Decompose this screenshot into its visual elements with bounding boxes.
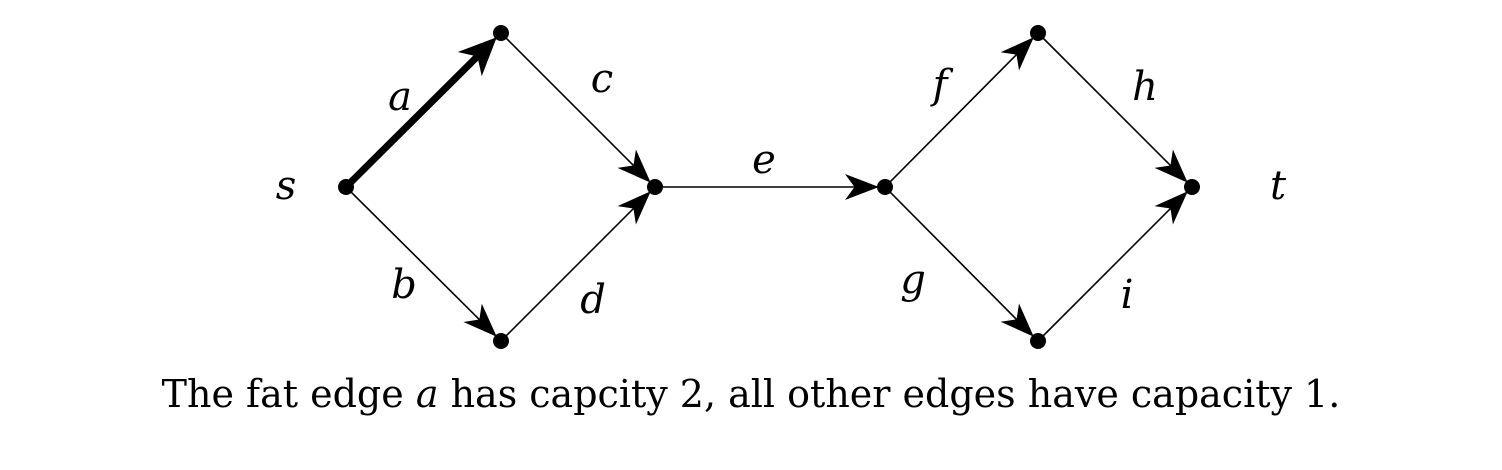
edge-d-arrowhead — [617, 191, 651, 225]
edge-d — [500, 191, 651, 342]
node-u — [493, 25, 509, 41]
caption-suffix: has capcity 2, all other edges have capa… — [438, 372, 1341, 416]
edge-h-line — [1037, 32, 1172, 167]
edge-h — [1037, 32, 1188, 183]
edge-label-e: e — [752, 137, 776, 183]
edge-label-d: d — [580, 277, 606, 323]
edge-i — [1037, 191, 1188, 342]
node-m — [647, 179, 663, 195]
edge-g-arrowhead — [1000, 303, 1034, 337]
node-p — [1030, 25, 1046, 41]
edge-c-line — [500, 32, 635, 167]
edge-a-arrowhead — [457, 37, 497, 77]
edge-a — [343, 37, 497, 190]
edge-label-i: i — [1121, 272, 1134, 318]
node-s — [338, 179, 354, 195]
edge-b-arrowhead — [463, 303, 497, 337]
node-w — [493, 333, 509, 349]
edge-e-arrowhead — [845, 174, 879, 200]
edges-layer — [343, 32, 1188, 342]
edge-label-a: a — [388, 74, 412, 120]
edge-f-arrowhead — [1000, 37, 1034, 71]
edge-b — [345, 186, 497, 337]
edge-i-arrowhead — [1154, 191, 1188, 225]
edge-c — [500, 32, 651, 183]
node-q — [1030, 333, 1046, 349]
edge-d-line — [500, 207, 635, 342]
caption-math: a — [415, 372, 439, 416]
nodes-layer — [338, 25, 1200, 349]
edge-i-line — [1037, 207, 1172, 342]
edge-label-g: g — [900, 257, 926, 303]
edge-b-line — [345, 186, 480, 321]
edge-e — [655, 174, 879, 200]
edge-label-b: b — [391, 262, 417, 308]
edge-c-arrowhead — [617, 149, 651, 183]
edge-f-line — [884, 54, 1018, 188]
labels-layer: a b c d e f g h i s t — [276, 56, 1287, 323]
edge-g — [884, 186, 1034, 337]
node-label-t: t — [1270, 163, 1287, 209]
edge-a-line — [343, 54, 480, 190]
edge-label-h: h — [1132, 64, 1158, 110]
edge-label-f: f — [930, 62, 954, 108]
node-label-s: s — [276, 163, 297, 209]
node-t — [1184, 179, 1200, 195]
edge-h-arrowhead — [1154, 149, 1188, 183]
node-n — [877, 179, 893, 195]
caption-prefix: The fat edge — [161, 372, 416, 416]
edge-g-line — [884, 186, 1018, 320]
edge-f — [884, 37, 1034, 188]
edge-label-c: c — [591, 56, 613, 102]
figure-caption: The fat edge a has capcity 2, all other … — [0, 372, 1502, 416]
